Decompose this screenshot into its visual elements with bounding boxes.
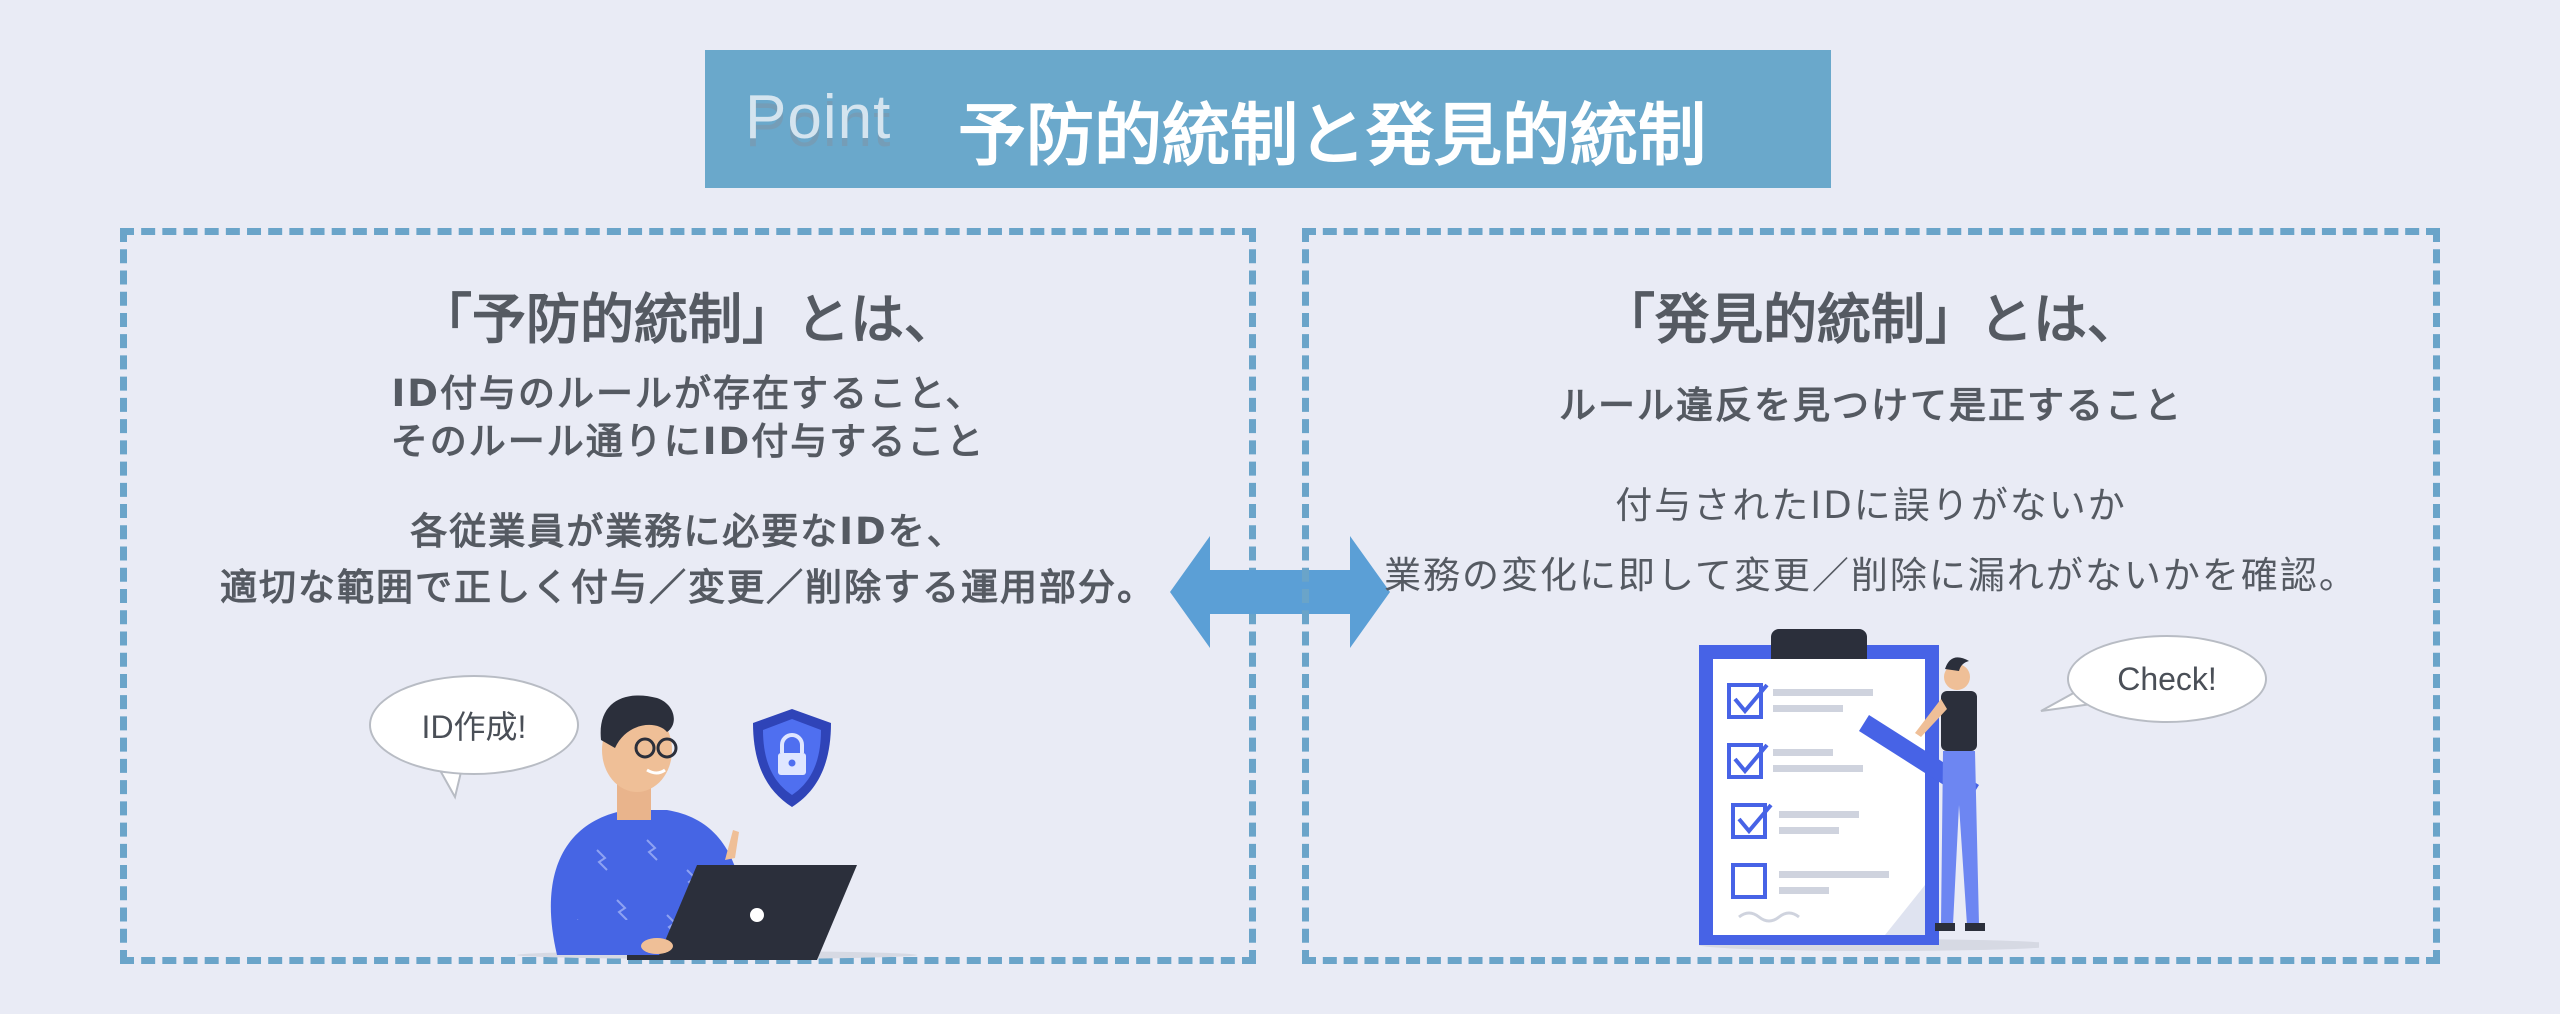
preventive-heading: 「予防的統制」とは、	[418, 288, 958, 351]
title-banner: Point Point 予防的統制と発見的統制	[705, 50, 1831, 188]
point-label: Point Point	[745, 83, 892, 160]
detective-detail-line-1: 付与されたIDに誤りがないか	[1615, 484, 2127, 527]
preventive-control-panel: 「予防的統制」とは、 ID付与のルールが存在すること、 そのルール通りにID付与…	[120, 228, 1256, 964]
preventive-definition-line-2: そのルール通りにID付与すること	[390, 420, 986, 463]
preventive-detail-line-2: 適切な範囲で正しく付与／変更／削除する運用部分。	[220, 566, 1156, 609]
detective-detail-line-2: 業務の変化に即して変更／削除に漏れがないかを確認。	[1384, 554, 2358, 597]
page-title: 予防的統制と発見的統制	[958, 97, 1707, 176]
detective-control-panel: 「発見的統制」とは、 ルール違反を見つけて是正すること 付与されたIDに誤りがな…	[1302, 228, 2440, 964]
check-bubble: Check!	[2067, 635, 2267, 723]
person-with-laptop-illustration	[517, 695, 917, 960]
detective-definition-line-1: ルール違反を見つけて是正すること	[1559, 384, 2183, 427]
id-create-bubble: ID作成!	[369, 675, 579, 775]
detective-heading: 「発見的統制」とは、	[1601, 288, 2141, 351]
shield-lock-icon	[753, 709, 831, 807]
double-arrow-icon	[1170, 536, 1390, 648]
clipboard-checklist-icon	[1699, 629, 2039, 951]
preventive-definition-line-1: ID付与のルールが存在すること、	[391, 372, 985, 415]
preventive-detail-line-1: 各従業員が業務に必要なIDを、	[410, 510, 966, 553]
